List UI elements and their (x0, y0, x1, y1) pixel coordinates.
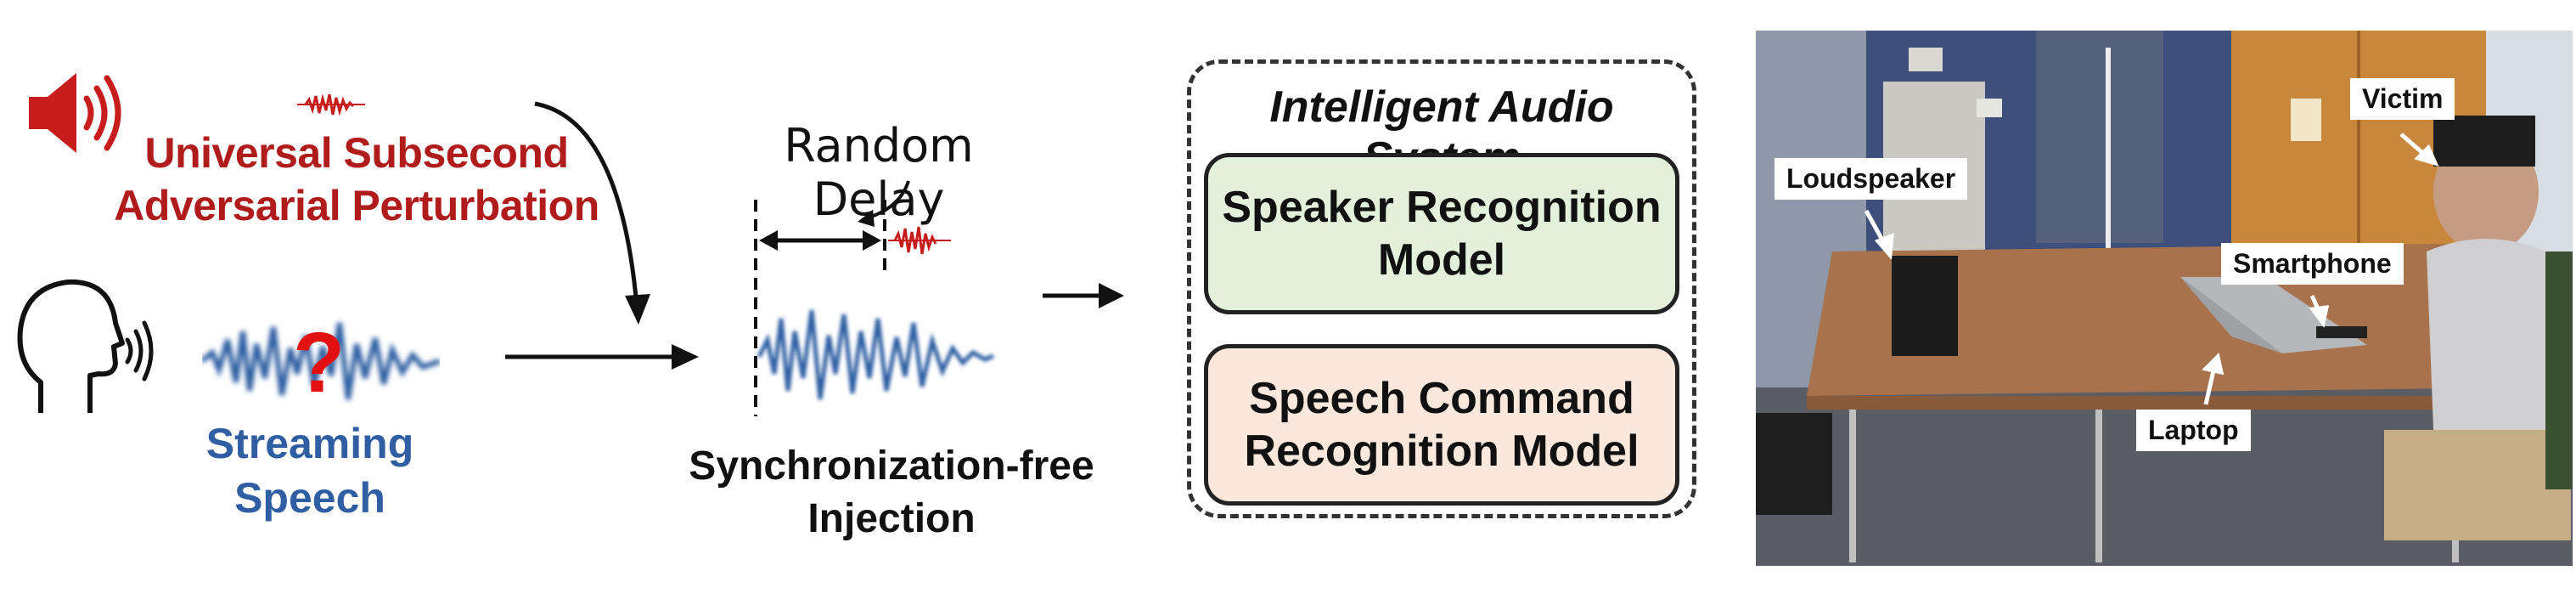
perturbation-title-line1: Universal Subsecond (144, 129, 570, 177)
injection-title-line1: Synchronization-free (689, 444, 1094, 489)
injection-title-line2: Injection (807, 496, 976, 541)
question-mark: ? (293, 315, 346, 410)
speech-title-line2: Speech (234, 474, 385, 522)
victim-label: Victim (2350, 78, 2455, 120)
loudspeaker-icon (29, 73, 121, 153)
experiment-setup-photo: Victim Loudspeaker Smartphone Laptop (1756, 31, 2573, 566)
speaker-model-line1: Speaker Recognition (1222, 183, 1662, 232)
speaker-model-line2: Model (1377, 235, 1506, 285)
photo-annotation-arrows (1864, 133, 2439, 405)
perturbation-waveform-icon (297, 93, 365, 116)
speaker-recognition-model-box: Speaker Recognition Model (1204, 153, 1679, 314)
command-model-line2: Recognition Model (1244, 427, 1640, 476)
room-scene-image (1756, 31, 2573, 566)
arrow-to-system-icon (1043, 283, 1124, 308)
curved-arrow-icon (534, 101, 650, 325)
arrow-right-icon (505, 344, 699, 370)
perturbation-title-line2: Adversarial Perturbation (114, 182, 599, 229)
command-model-line1: Speech Command (1249, 374, 1634, 423)
injection-waveform-icon (754, 180, 994, 416)
speech-title-line1: Streaming (205, 420, 414, 467)
person-speaking-icon (17, 279, 154, 413)
laptop-label: Laptop (2136, 410, 2251, 451)
random-delay-label: Random Delay (784, 119, 974, 226)
smartphone-label: Smartphone (2221, 243, 2404, 285)
audio-system-container (1187, 59, 1696, 518)
speech-waveform-icon (202, 322, 440, 400)
loudspeaker-label: Loudspeaker (1775, 158, 1968, 200)
speech-command-model-box: Speech Command Recognition Model (1204, 344, 1679, 506)
